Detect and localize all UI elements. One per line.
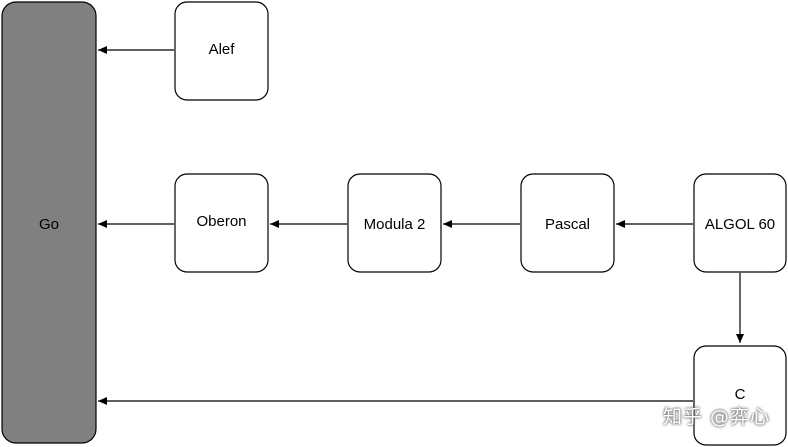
node-modula2-label: Modula 2	[364, 216, 426, 233]
node-oberon-label: Oberon	[196, 213, 246, 230]
edges	[98, 46, 744, 405]
node-algol60-label: ALGOL 60	[705, 216, 775, 233]
node-c-label: C	[735, 386, 746, 403]
node-pascal: Pascal	[520, 173, 615, 273]
node-modula2: Modula 2	[347, 173, 442, 273]
node-alef-label: Alef	[209, 41, 236, 58]
node-oberon: Oberon	[174, 173, 269, 273]
node-algol60: ALGOL 60	[693, 173, 787, 273]
node-c: C	[693, 345, 787, 446]
node-go: Go	[1, 1, 97, 444]
node-alef: Alef	[174, 1, 269, 101]
node-go-label: Go	[39, 216, 59, 233]
watermark-text: 知乎 @弈心	[662, 406, 770, 428]
node-pascal-label: Pascal	[545, 216, 590, 233]
